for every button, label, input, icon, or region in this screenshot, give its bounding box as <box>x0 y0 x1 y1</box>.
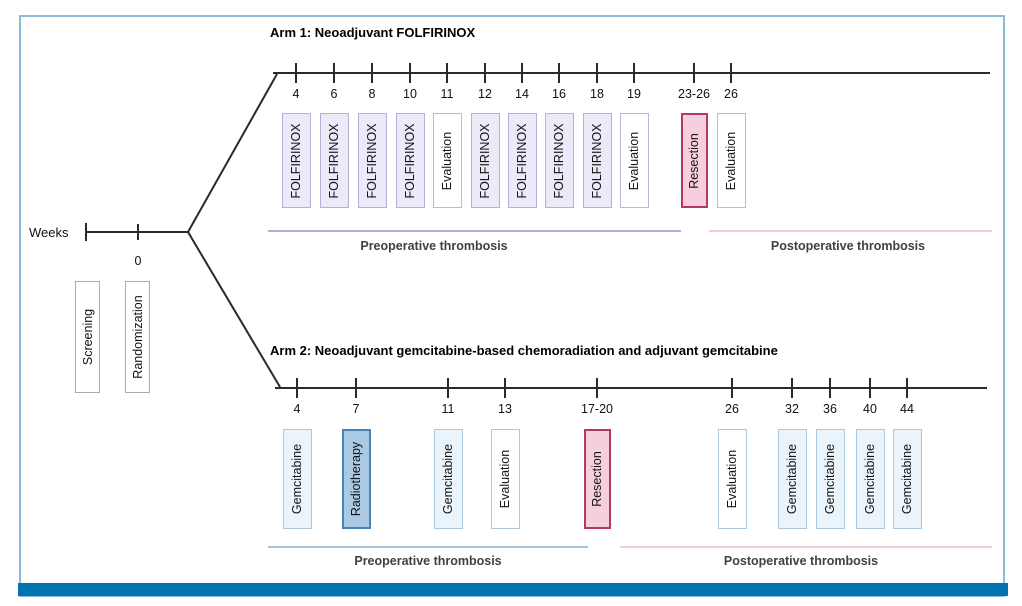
arm2-postop-label: Postoperative thrombosis <box>723 554 879 568</box>
arm1-ticks <box>295 63 732 83</box>
branch-line-arm1 <box>187 73 278 233</box>
treatment-box-evaluation: Evaluation <box>490 429 520 529</box>
weeks-axis-label: Weeks <box>29 225 69 240</box>
treatment-box-label: Evaluation <box>498 449 512 509</box>
week-label: 19 <box>627 87 641 101</box>
treatment-box-resection: Resection <box>583 429 611 529</box>
treatment-box-gemcitabine: Gemcitabine <box>815 429 845 529</box>
treatment-box-gemcitabine: Gemcitabine <box>433 429 463 529</box>
arm2-preop-period-line <box>268 546 588 548</box>
week-label: 8 <box>368 87 376 101</box>
week-label: 17-20 <box>581 402 613 416</box>
arm2-postop-period-line <box>620 546 992 548</box>
week-label: 10 <box>403 87 417 101</box>
randomization-box-label: Randomization <box>130 295 145 379</box>
arm2-preop-label: Preoperative thrombosis <box>354 554 502 568</box>
treatment-box-label: FOLFIRINOX <box>403 122 417 199</box>
treatment-box-folfirinox: FOLFIRINOX <box>395 113 425 208</box>
week-label: 12 <box>478 87 492 101</box>
week-label: 16 <box>552 87 566 101</box>
treatment-box-label: Gemcitabine <box>900 443 914 515</box>
treatment-box-label: Gemcitabine <box>441 443 455 515</box>
treatment-box-gemcitabine: Gemcitabine <box>855 429 885 529</box>
treatment-box-folfirinox: FOLFIRINOX <box>544 113 574 208</box>
week-label: 14 <box>515 87 529 101</box>
treatment-box-label: FOLFIRINOX <box>590 122 604 199</box>
screening-box: Screening <box>75 281 100 393</box>
treatment-box-label: FOLFIRINOX <box>365 122 379 199</box>
treatment-box-label: Resection <box>590 451 604 507</box>
week-label: 4 <box>293 402 301 416</box>
week-label: 13 <box>498 402 512 416</box>
treatment-box-label: FOLFIRINOX <box>552 122 566 199</box>
bottom-accent-bar <box>18 583 1008 596</box>
treatment-box-label: Evaluation <box>627 131 641 190</box>
treatment-box-evaluation: Evaluation <box>716 113 746 208</box>
week-label: 6 <box>330 87 338 101</box>
treatment-box-folfirinox: FOLFIRINOX <box>507 113 537 208</box>
week-label: 11 <box>441 402 455 416</box>
treatment-box-label: FOLFIRINOX <box>327 122 341 199</box>
treatment-box-label: Gemcitabine <box>823 443 837 515</box>
week-label: 4 <box>292 87 300 101</box>
week-label: 26 <box>724 87 738 101</box>
arm1-postop-period-line <box>709 230 992 232</box>
treatment-box-label: Evaluation <box>440 131 454 190</box>
arm2-ticks <box>296 378 908 398</box>
treatment-box-label: FOLFIRINOX <box>289 122 303 199</box>
treatment-box-folfirinox: FOLFIRINOX <box>319 113 349 208</box>
treatment-box-gemcitabine: Gemcitabine <box>777 429 807 529</box>
treatment-box-label: Resection <box>687 132 701 189</box>
treatment-box-evaluation: Evaluation <box>717 429 747 529</box>
treatment-box-evaluation: Evaluation <box>619 113 649 208</box>
week-label: 26 <box>725 402 739 416</box>
week-label: 40 <box>863 402 877 416</box>
week-label: 23-26 <box>678 87 710 101</box>
treatment-box-label: FOLFIRINOX <box>478 122 492 199</box>
week-zero-label: 0 <box>134 254 142 268</box>
treatment-box-radiotherapy: Radiotherapy <box>341 429 371 529</box>
arm1-postop-label: Postoperative thrombosis <box>770 239 926 253</box>
week-label: 36 <box>823 402 837 416</box>
randomization-box: Randomization <box>125 281 150 393</box>
treatment-box-folfirinox: FOLFIRINOX <box>582 113 612 208</box>
treatment-box-folfirinox: FOLFIRINOX <box>281 113 311 208</box>
screening-box-label: Screening <box>80 308 95 366</box>
week-label: 7 <box>352 402 360 416</box>
treatment-box-gemcitabine: Gemcitabine <box>282 429 312 529</box>
treatment-box-folfirinox: FOLFIRINOX <box>357 113 387 208</box>
week-label: 44 <box>900 402 914 416</box>
week-label: 32 <box>785 402 799 416</box>
week-label: 11 <box>440 87 454 101</box>
treatment-box-label: FOLFIRINOX <box>515 122 529 199</box>
treatment-box-label: Gemcitabine <box>863 443 877 515</box>
treatment-box-label: Gemcitabine <box>290 443 304 515</box>
arm2-title: Arm 2: Neoadjuvant gemcitabine-based che… <box>270 343 778 358</box>
treatment-box-label: Evaluation <box>725 449 739 509</box>
branch-line-arm2 <box>187 231 281 388</box>
treatment-box-label: Evaluation <box>724 131 738 190</box>
treatment-box-label: Radiotherapy <box>349 441 363 517</box>
week-label: 18 <box>590 87 604 101</box>
treatment-box-label: Gemcitabine <box>785 443 799 515</box>
arm1-preop-label: Preoperative thrombosis <box>360 239 508 253</box>
treatment-box-gemcitabine: Gemcitabine <box>892 429 922 529</box>
arm1-preop-period-line <box>268 230 681 232</box>
arm1-title: Arm 1: Neoadjuvant FOLFIRINOX <box>270 25 476 40</box>
treatment-box-resection: Resection <box>680 113 708 208</box>
treatment-box-evaluation: Evaluation <box>432 113 462 208</box>
treatment-box-folfirinox: FOLFIRINOX <box>470 113 500 208</box>
